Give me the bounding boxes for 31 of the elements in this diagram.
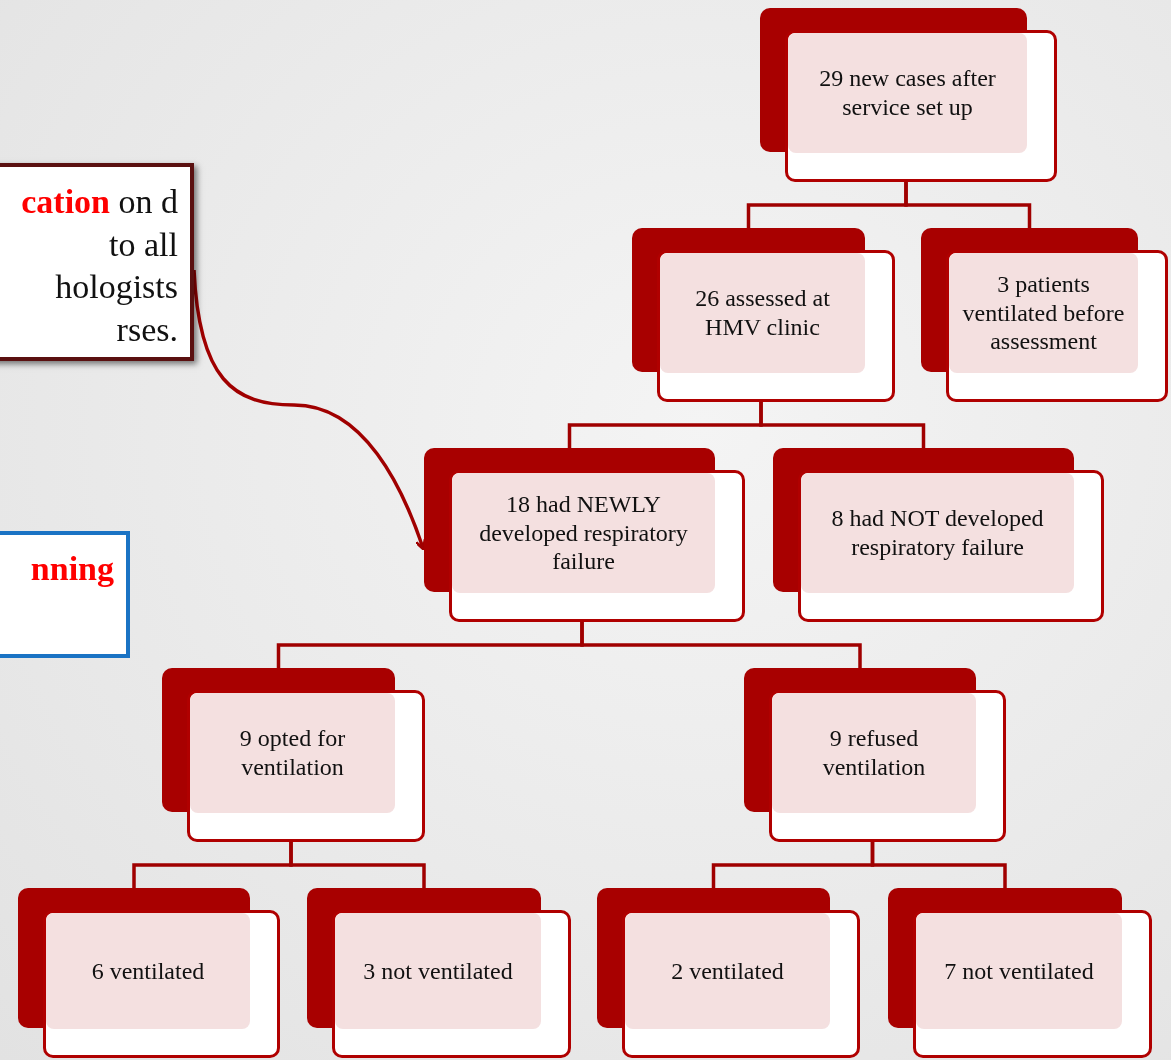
box-label: 3 not ventilated <box>362 956 514 986</box>
note-box <box>0 531 130 658</box>
callout-box <box>0 163 194 361</box>
connector-line <box>759 402 926 448</box>
box-label: 2 ventilated <box>670 956 785 986</box>
note-text: nning <box>29 549 114 589</box>
flow-box <box>888 888 1152 1058</box>
flow-box <box>597 888 860 1058</box>
flow-box <box>773 448 1104 622</box>
flow-box <box>18 888 280 1058</box>
flow-box <box>760 8 1057 182</box>
flow-box <box>307 888 571 1058</box>
box-label: 9 opted for ventilation <box>238 724 347 782</box>
flow-box <box>921 228 1168 402</box>
flow-box <box>424 448 745 622</box>
box-label: 18 had NEWLY developed respiratory failure <box>478 489 689 577</box>
flow-box <box>162 668 425 842</box>
box-label: 7 not ventilated <box>943 956 1095 986</box>
connector-line <box>580 622 862 668</box>
box-label: 26 assessed at HMV clinic <box>694 284 831 342</box>
box-label: 3 patients ventilated before assessment <box>961 269 1126 357</box>
box-label: 29 new cases after service set up <box>818 64 997 122</box>
callout-text: cation on d to all hologists rses. <box>20 182 178 350</box>
box-label: 8 had NOT developed respiratory failure <box>830 504 1045 562</box>
connector-line <box>904 182 1032 228</box>
flow-box <box>632 228 895 402</box>
connector-line <box>289 842 426 888</box>
connector-line <box>870 842 1007 888</box>
box-label: 9 refused ventilation <box>821 724 927 782</box>
flow-box <box>744 668 1006 842</box>
box-label: 6 ventilated <box>90 956 206 986</box>
